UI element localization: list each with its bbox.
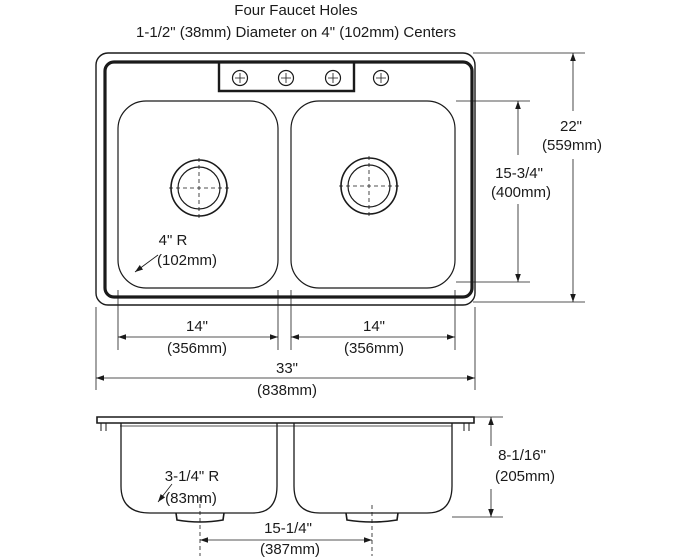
faucet-hole-4 bbox=[372, 69, 390, 87]
right-drain bbox=[339, 156, 399, 216]
sink-flange bbox=[96, 416, 475, 424]
overall-width-mm: (838mm) bbox=[257, 382, 317, 399]
bowl-height-mm: (205mm) bbox=[495, 468, 555, 485]
drain-centers-in: 15-1/4" bbox=[264, 520, 312, 537]
top-view: 4" R (102mm) 22" (559mm) 15-3/4" (400mm)… bbox=[95, 52, 602, 399]
faucet-hole-1 bbox=[231, 69, 249, 87]
corner-radius-mm: (102mm) bbox=[157, 252, 217, 269]
right-bowl bbox=[290, 100, 456, 289]
bottom-radius-mm: (83mm) bbox=[165, 490, 217, 507]
right-bowl-width-in: 14" bbox=[363, 318, 385, 335]
right-bowl-width-mm: (356mm) bbox=[344, 340, 404, 357]
overall-depth-in: 22" bbox=[560, 118, 582, 135]
left-bowl-width-in: 14" bbox=[186, 318, 208, 335]
bottom-radius-in: 3-1/4" R bbox=[165, 468, 220, 485]
left-bowl-width-mm: (356mm) bbox=[167, 340, 227, 357]
faucet-hole-2 bbox=[277, 69, 295, 87]
bowl-depth-mm: (400mm) bbox=[491, 184, 551, 201]
bowl-height-in: 8-1/16" bbox=[498, 447, 546, 464]
left-drain bbox=[169, 158, 229, 218]
corner-radius-in: 4" R bbox=[159, 232, 188, 249]
overall-width-in: 33" bbox=[276, 360, 298, 377]
left-bowl-profile bbox=[120, 423, 278, 514]
side-view: 3-1/4" R (83mm) 15-1/4" (387mm) 8-1/16" … bbox=[96, 416, 555, 558]
faucet-holes-spec: 1-1/2" (38mm) Diameter on 4" (102mm) Cen… bbox=[136, 24, 456, 41]
overall-depth-mm: (559mm) bbox=[542, 137, 602, 154]
faucet-deck bbox=[217, 62, 356, 93]
faucet-holes-title: Four Faucet Holes bbox=[234, 2, 357, 19]
sink-rim-inner bbox=[103, 60, 474, 299]
bowl-depth-in: 15-3/4" bbox=[495, 165, 543, 182]
faucet-hole-3 bbox=[324, 69, 342, 87]
sink-rim-outer bbox=[95, 52, 476, 306]
left-bowl bbox=[117, 100, 279, 289]
right-bowl-profile bbox=[293, 423, 453, 514]
drain-centers-mm: (387mm) bbox=[260, 541, 320, 558]
